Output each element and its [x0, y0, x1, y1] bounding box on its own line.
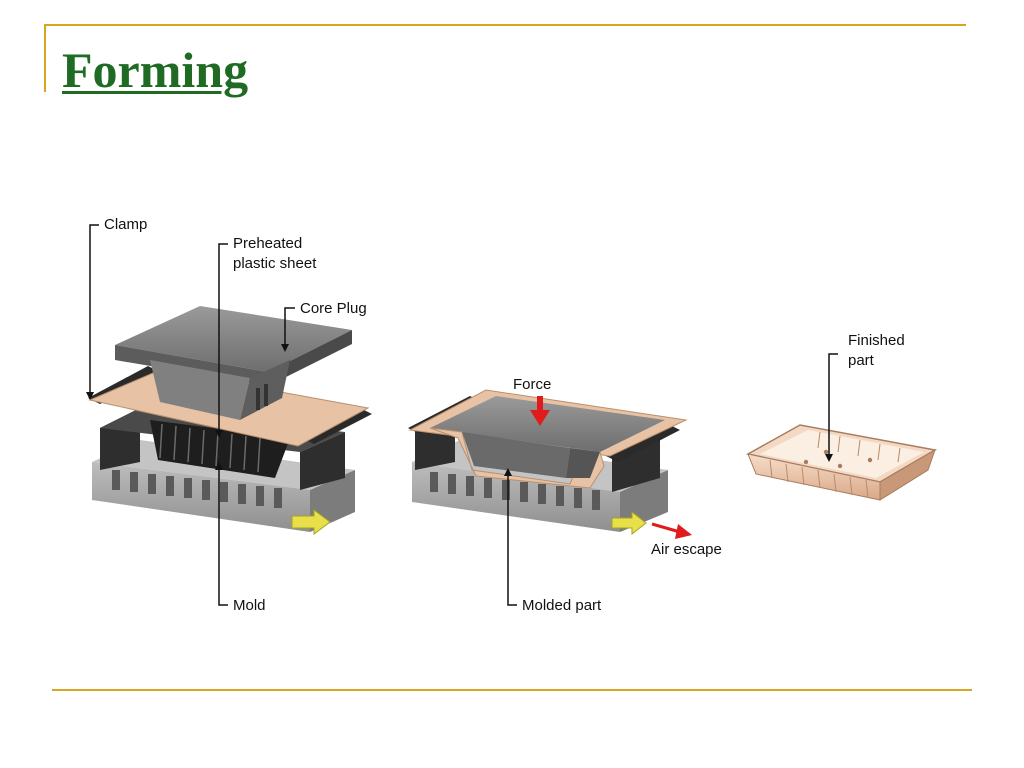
mold-assembly-open	[88, 306, 372, 535]
label-mold: Mold	[233, 597, 266, 614]
air-escape-arrow-mid	[611, 510, 647, 536]
label-molded-part: Molded part	[522, 597, 602, 614]
slide-title: Forming	[62, 42, 249, 98]
label-force: Force	[513, 376, 551, 393]
label-finished-line1: Finished	[848, 332, 905, 349]
air-escape-arrow-left	[291, 509, 331, 535]
label-preheated-line1: Preheated	[233, 235, 302, 252]
title-accent-bar	[44, 24, 46, 92]
label-finished-line2: part	[848, 352, 875, 369]
leader-lines	[89, 224, 838, 606]
bottom-rule	[52, 689, 972, 691]
air-escape-red-arrow	[651, 522, 692, 539]
top-rule	[44, 24, 966, 26]
label-preheated-line2: plastic sheet	[233, 255, 317, 272]
label-core-plug: Core Plug	[300, 300, 367, 317]
core-plug	[115, 306, 352, 420]
label-air-escape: Air escape	[651, 541, 722, 558]
leader-arrowheads	[86, 344, 833, 476]
mold-assembly-closed	[408, 389, 692, 539]
finished-part-tray	[745, 424, 938, 501]
label-clamp: Clamp	[104, 216, 147, 233]
force-arrow	[530, 396, 550, 426]
